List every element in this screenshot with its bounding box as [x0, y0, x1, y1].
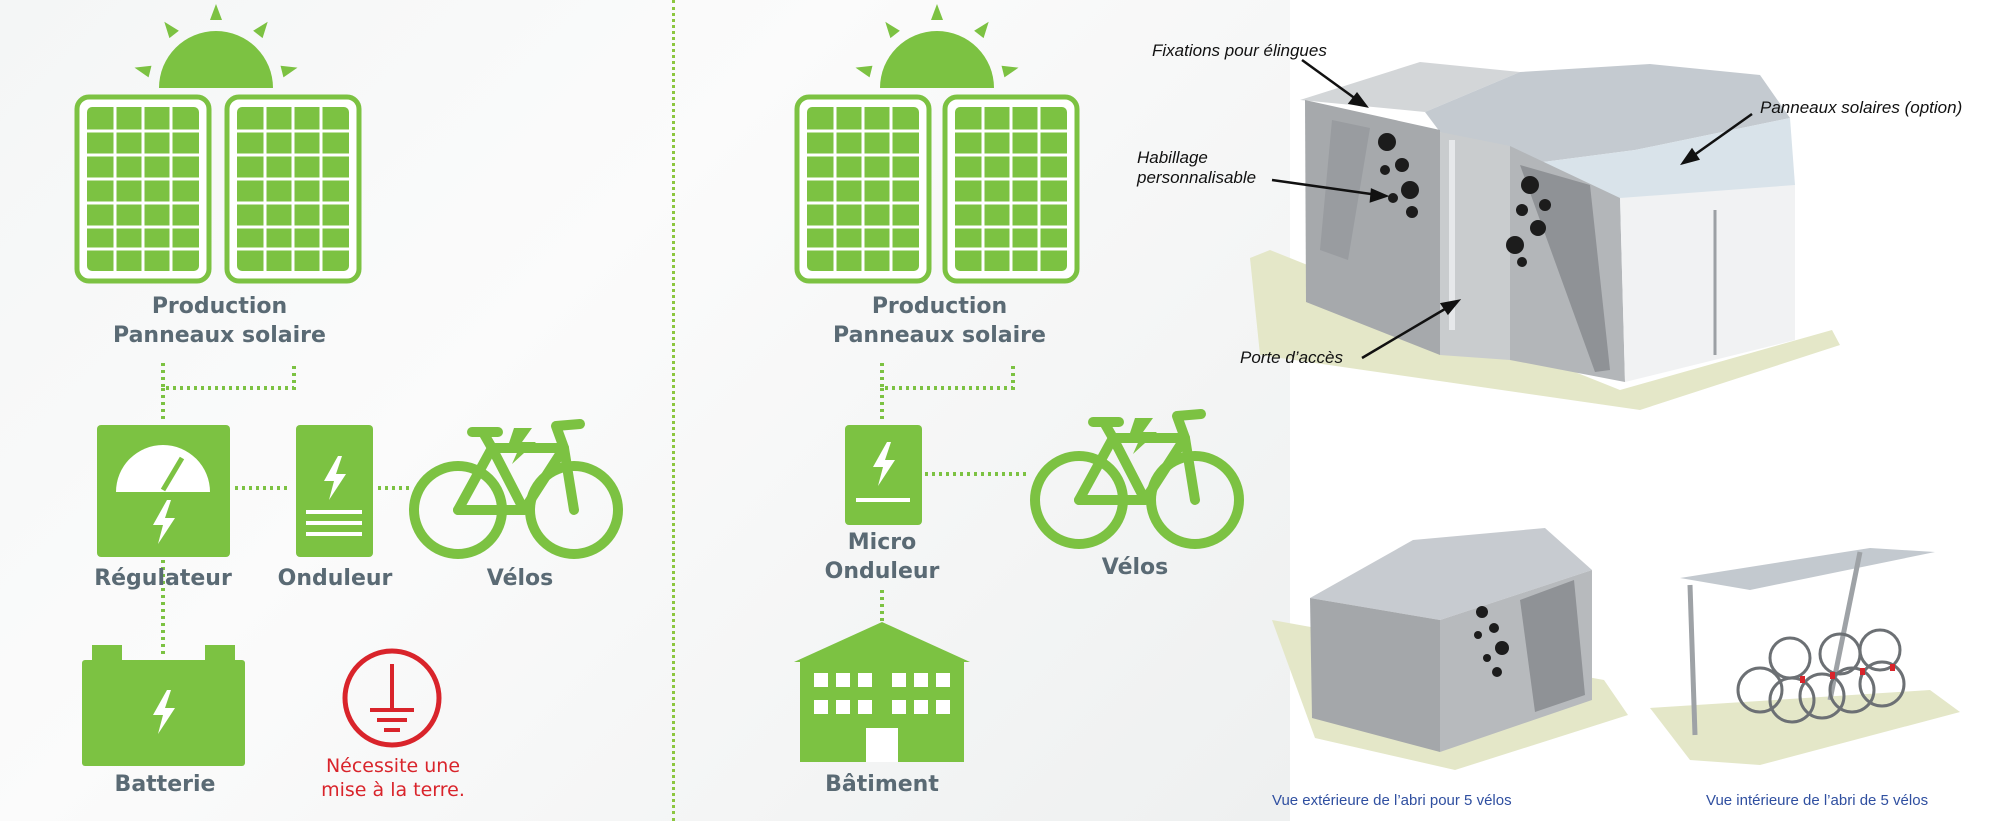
solar-panel-icon — [945, 97, 1077, 281]
inverter-label: Onduleur — [277, 566, 393, 591]
solar-panel-icon — [77, 97, 209, 281]
micro-inverter-label-line1: Micro — [847, 530, 917, 555]
building-label: Bâtiment — [825, 772, 939, 797]
building-icon — [794, 622, 970, 762]
ground-icon — [342, 648, 442, 748]
connector-lines — [161, 363, 410, 655]
exterior-view-caption: Vue extérieure de l’abri pour 5 vélos — [1272, 792, 1512, 809]
micro-inverter-label: Micro Onduleur — [812, 528, 952, 586]
bikes-label: Vélos — [486, 566, 554, 591]
exterior-view-render — [1272, 528, 1628, 770]
annotation-arrows — [1271, 58, 1753, 360]
regulator-label: Régulateur — [94, 566, 232, 591]
grounding-note-line1: Nécessite une — [325, 755, 461, 777]
battery-label: Batterie — [114, 772, 216, 797]
regulator-icon — [97, 425, 230, 557]
sun-icon — [854, 4, 1020, 88]
solar-panel-icon — [227, 97, 359, 281]
e-bike-icon — [414, 424, 618, 554]
battery-icon — [82, 645, 245, 766]
custom-cladding-annotation-line2: personnalisable — [1137, 168, 1257, 187]
production-label: Production Panneaux solaire — [112, 292, 327, 350]
solar-panel-icon — [797, 97, 929, 281]
access-door-annotation: Porte d’accès — [1240, 348, 1343, 367]
bikes-label: Vélos — [1101, 555, 1169, 580]
solar-panels-annotation: Panneaux solaires (option) — [1760, 98, 1963, 117]
production-label-line1: Production — [871, 294, 1008, 319]
sun-icon — [133, 4, 299, 88]
production-label-line1: Production — [151, 294, 288, 319]
grounding-note: Nécessite une mise à la terre. — [313, 754, 473, 802]
inverter-icon — [296, 425, 373, 557]
production-label-line2: Panneaux solaire — [113, 323, 326, 348]
panel-divider — [672, 0, 675, 821]
production-label: Production Panneaux solaire — [832, 292, 1047, 350]
interior-view-render — [1650, 548, 1960, 765]
micro-inverter-icon — [845, 425, 922, 525]
custom-cladding-annotation: Habillage personnalisable — [1137, 148, 1256, 188]
interior-view-caption: Vue intérieure de l’abri de 5 vélos — [1706, 792, 1929, 809]
grounding-note-line2: mise à la terre. — [321, 779, 465, 801]
shelter-render — [1250, 62, 1840, 410]
connector-lines — [880, 363, 1030, 625]
micro-inverter-label-line2: Onduleur — [824, 559, 940, 584]
e-bike-icon — [1035, 414, 1239, 544]
custom-cladding-annotation-line1: Habillage — [1137, 148, 1208, 167]
slings-fixations-annotation: Fixations pour élingues — [1152, 41, 1327, 60]
production-label-line2: Panneaux solaire — [833, 323, 1046, 348]
